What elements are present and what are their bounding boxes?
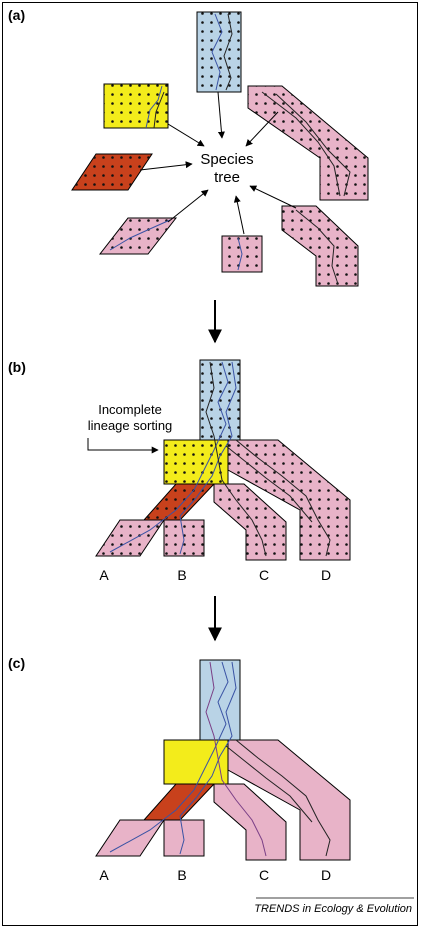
panel-a-pink-lower-right-block	[281, 205, 359, 287]
incomplete-lineage-note-line1: Incomplete	[98, 402, 162, 417]
panel-a-pink-square-block	[221, 235, 263, 273]
panel-c-label: (c)	[8, 655, 25, 671]
panel-c-gene-tree	[95, 659, 351, 861]
incomplete-lineage-pointer	[87, 438, 159, 454]
panel-a-orange-block	[71, 153, 153, 191]
panel-a-arrows	[139, 91, 297, 235]
taxon-c-label-c: C	[259, 867, 269, 883]
credit-text: TRENDS in Ecology & Evolution	[254, 903, 412, 915]
panel-a-label: (a)	[8, 7, 25, 23]
arrow-from-blue	[217, 91, 225, 139]
species-tree-label-line1: Species	[200, 151, 253, 168]
taxon-b-label-b: B	[177, 567, 186, 583]
species-tree-label-line2: tree	[214, 169, 240, 186]
panel-b-species-tree	[95, 359, 351, 561]
arrow-from-pink-square	[233, 195, 245, 235]
panel-b-label: (b)	[8, 359, 26, 375]
panel-a-yellow-block	[103, 83, 169, 129]
arrow-from-pink-right	[245, 111, 279, 147]
taxon-d-label-c: D	[321, 867, 331, 883]
panel-a-pink-right-block	[247, 85, 369, 201]
taxon-c-label-b: C	[259, 567, 269, 583]
panel-a-pink-left-block	[98, 217, 178, 255]
taxon-a-label-b: A	[99, 567, 109, 583]
arrow-from-orange	[139, 161, 193, 171]
taxon-d-label-b: D	[321, 567, 331, 583]
incomplete-lineage-note-line2: lineage sorting	[88, 418, 173, 433]
arrow-from-pink-lower-right	[249, 185, 297, 209]
panel-a-blue-block	[196, 11, 242, 93]
taxon-b-label-c: B	[177, 867, 186, 883]
taxon-a-label-c: A	[99, 867, 109, 883]
arrow-from-yellow	[167, 123, 205, 147]
arrow-from-pink-left	[167, 189, 209, 223]
figure-frame	[2, 2, 418, 926]
